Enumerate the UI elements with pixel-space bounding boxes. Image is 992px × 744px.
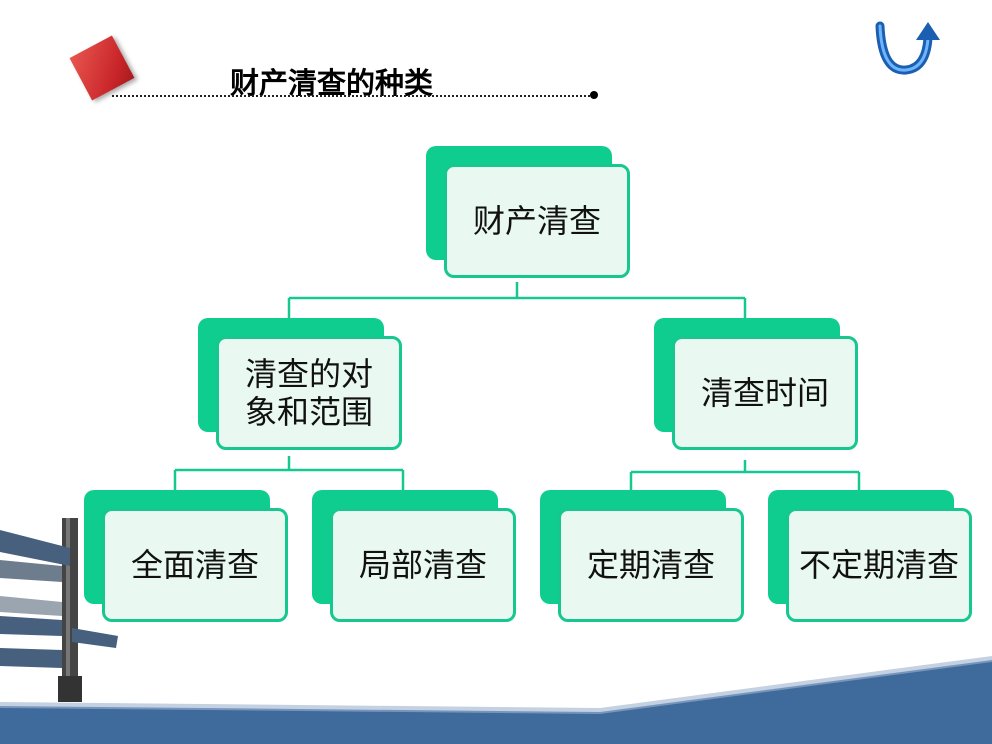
node-label: 局部清查: [330, 508, 516, 622]
node-label: 清查的对象和范围: [216, 336, 402, 450]
node-label: 全面清查: [102, 508, 288, 622]
node-label: 财产清查: [444, 164, 630, 278]
title-underline-dot: [590, 91, 598, 99]
page-title: 财产清查的种类: [230, 66, 434, 100]
bottom-band: [0, 660, 992, 744]
signpost-icon: [0, 518, 118, 702]
bottom-band-highlight: [0, 656, 992, 714]
node-label: 清查时间: [672, 336, 858, 450]
node-label: 不定期清查: [786, 508, 972, 622]
node-label: 定期清查: [558, 508, 744, 622]
u-turn-arrow-icon[interactable]: [872, 20, 944, 76]
title-underline: [112, 95, 594, 97]
